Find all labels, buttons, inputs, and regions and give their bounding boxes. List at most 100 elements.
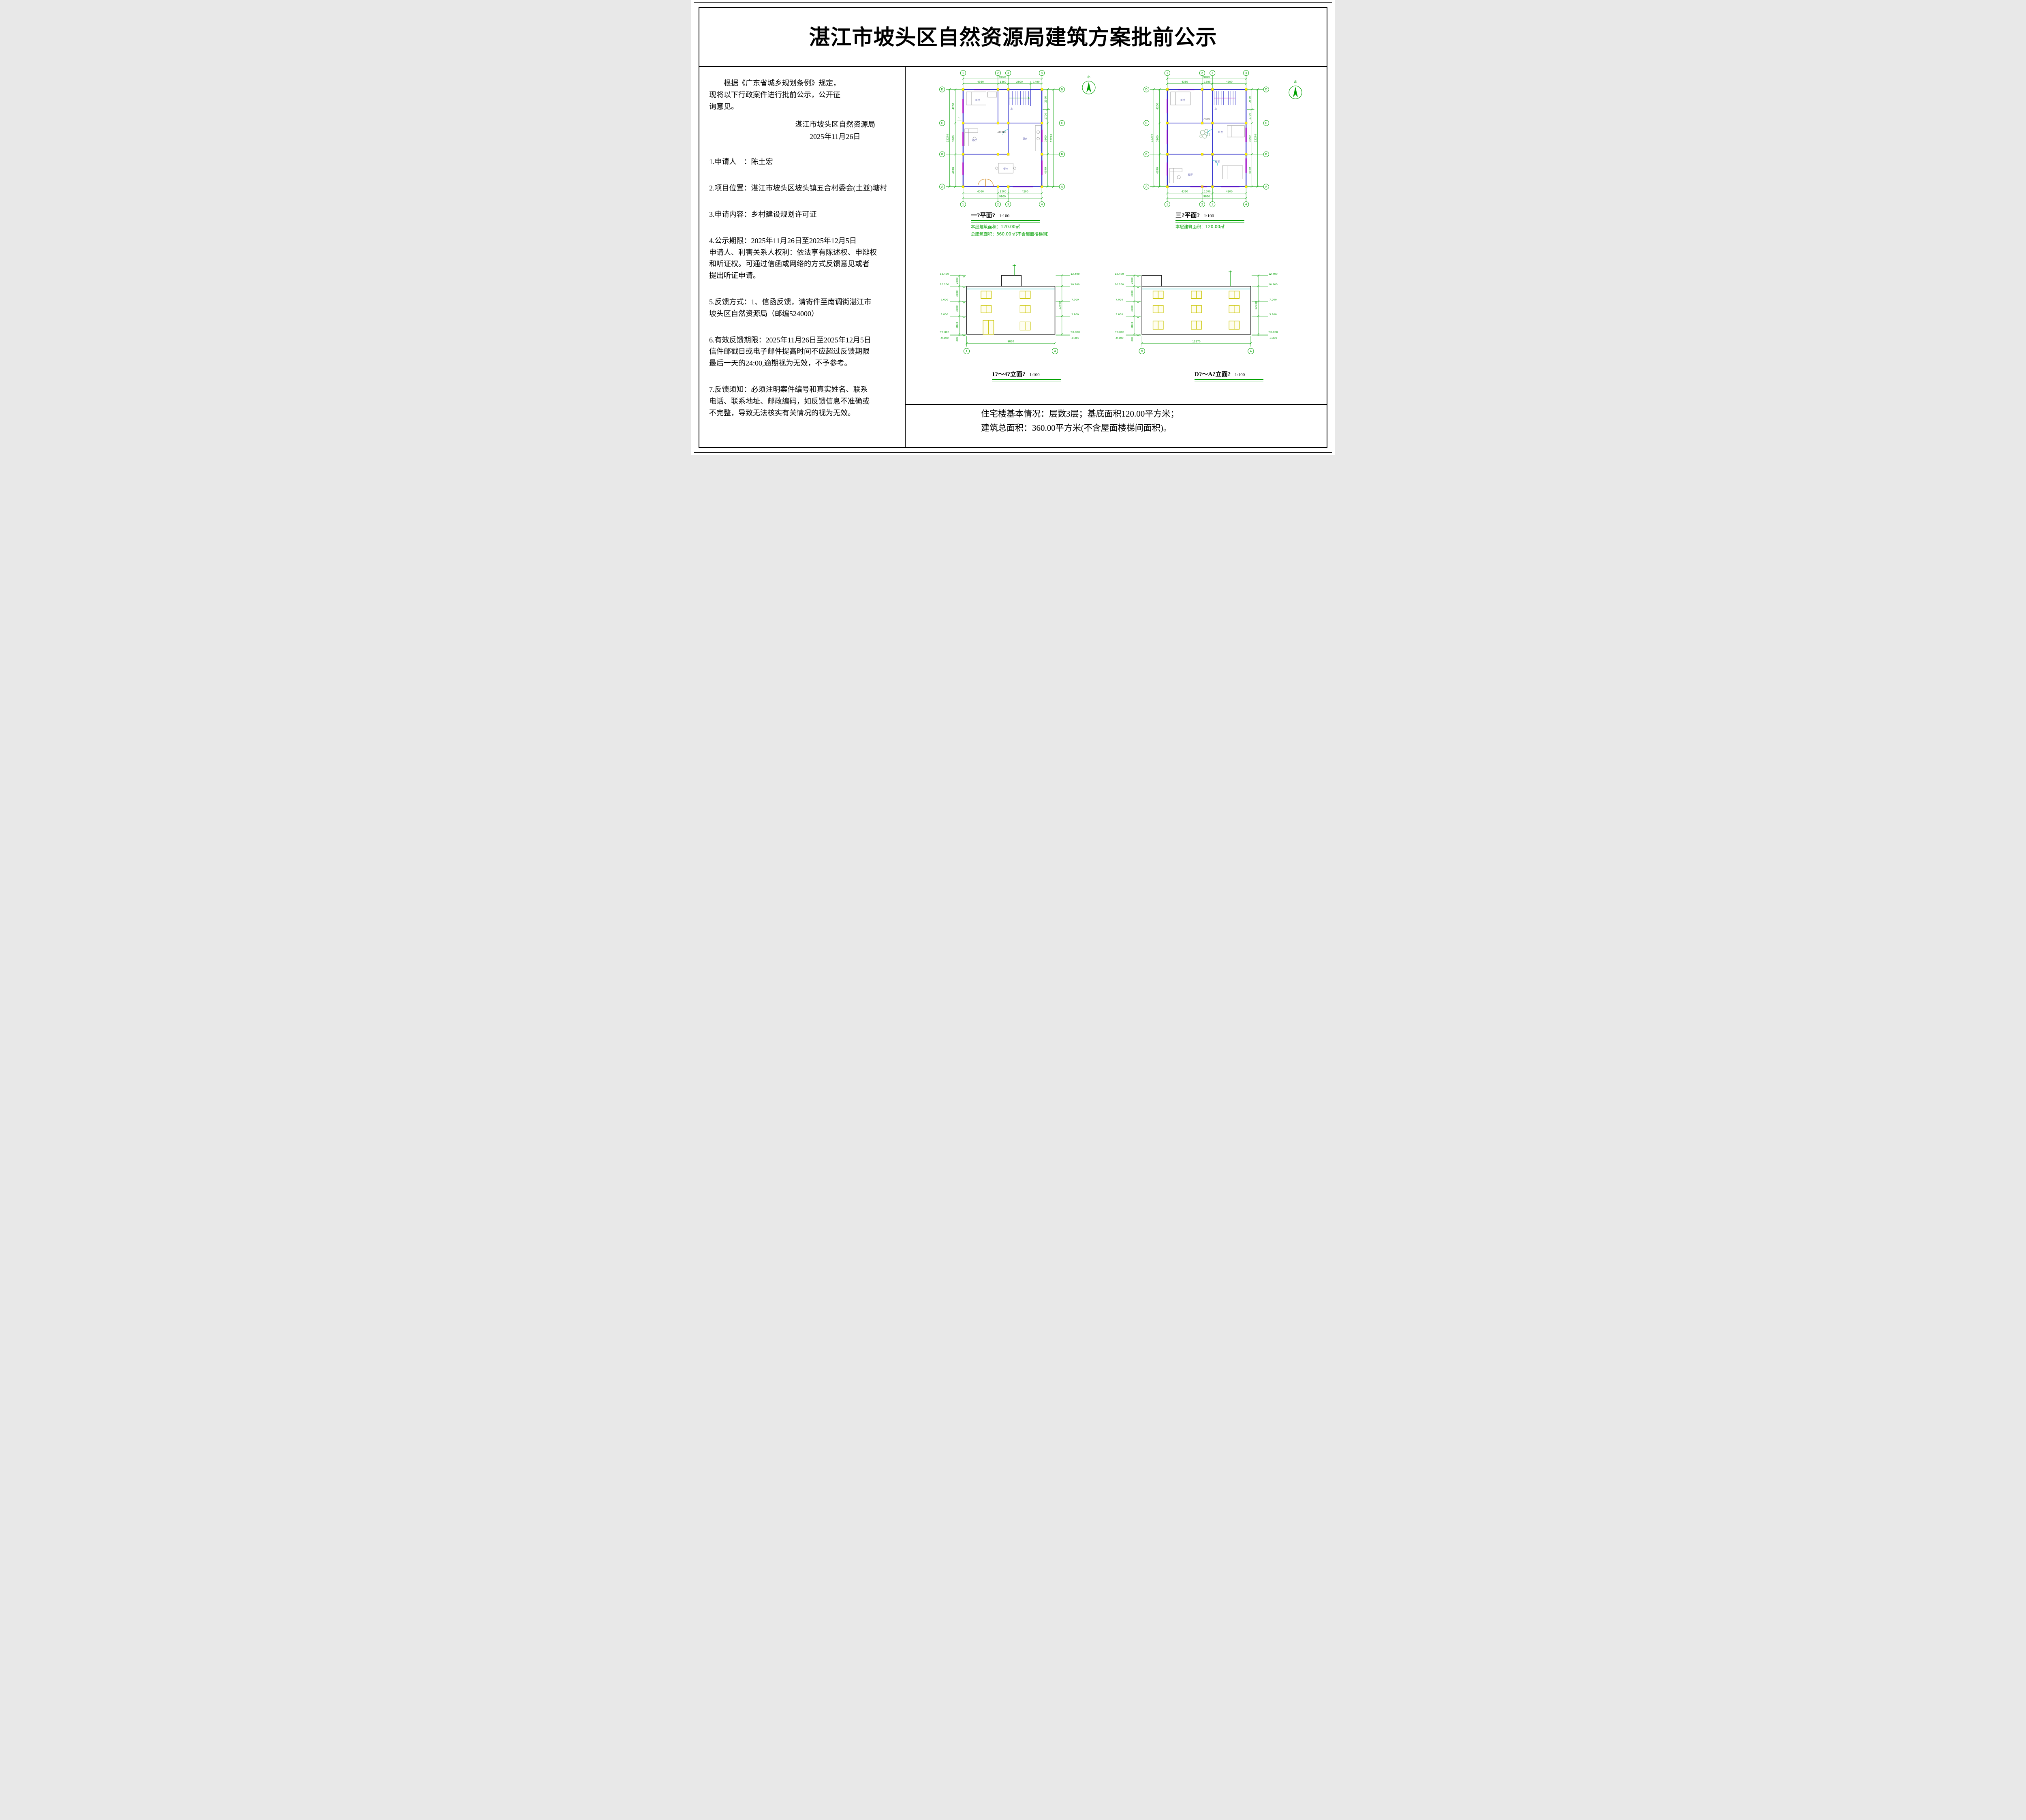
dim-label: 9860 <box>1007 340 1014 343</box>
north-arrow-circle <box>1289 86 1302 99</box>
stair-up-label: 上 <box>1214 107 1217 110</box>
stair-bulkhead <box>1141 275 1162 287</box>
outer-frame <box>694 2 1332 453</box>
axis-label: 3 <box>1007 203 1009 206</box>
title-divider-line <box>699 66 1327 67</box>
window <box>1152 321 1164 330</box>
footer-divider-line <box>906 404 1327 405</box>
plan3-scale: 1:100 <box>1204 214 1214 218</box>
dim-label: 4070 <box>1156 167 1159 174</box>
dim-label: 4360 <box>1182 190 1188 193</box>
dim-label: 4200 <box>1156 103 1159 109</box>
window <box>1229 321 1240 330</box>
entrance-door-swing <box>977 178 994 187</box>
axis-label: 1 <box>966 349 968 353</box>
dim-label: 4360 <box>1182 80 1188 83</box>
windows <box>1152 291 1240 330</box>
building-info-line1: 住宅楼基本情况：层数3层；基底面积120.00平方米； <box>981 409 1179 419</box>
room-label-bedroom: 卧室 <box>1218 130 1223 134</box>
dim-label: 9860 <box>999 195 1006 198</box>
floor-plan-3-drawing: 9860 4360 1300 4200 4360 1300 4200 9860 … <box>1143 70 1269 207</box>
stair-up-arrow <box>1009 96 1030 100</box>
dim-label: 4360 <box>977 190 984 193</box>
dim-label: 1700 <box>1044 113 1047 120</box>
axis-label: 4 <box>1054 349 1056 353</box>
dim-label: 1300 <box>1000 80 1006 83</box>
caption-underline <box>971 220 1040 222</box>
axis-label: B <box>1146 152 1148 156</box>
axis-label: B <box>1265 152 1267 156</box>
room-label-bedroom: 卧室 <box>975 98 980 102</box>
lightning-rod <box>1229 270 1232 287</box>
bed-symbol <box>966 92 986 105</box>
dim-label: 4200 <box>952 103 955 109</box>
level-label: -0.300 <box>1115 336 1124 340</box>
notice-item-deadline: 6.有效反馈期限：2025年11月26日至2025年12月5日 信件邮戳日或电子… <box>709 336 871 368</box>
dim-label: 4200 <box>1226 190 1233 193</box>
dim-label: 12270 <box>1254 134 1257 142</box>
plan1-dimension-labels: 9860 4360 1300 2800 1400 4360 1300 4200 … <box>946 75 1053 198</box>
dim-chain-lines <box>1154 78 1258 199</box>
level-label: 7.000 <box>1269 298 1277 302</box>
axis-label: D <box>1141 349 1143 353</box>
axis-label: C <box>941 121 943 125</box>
stove-symbol <box>1037 137 1040 140</box>
window <box>1229 291 1240 299</box>
elev2-dimension-lines <box>1126 274 1268 347</box>
level-label: 10.200 <box>940 283 949 286</box>
window <box>981 291 992 299</box>
level-label: 12.400 <box>1268 272 1277 276</box>
axis-label: 2 <box>997 71 999 75</box>
axis-label: 3 <box>1212 203 1214 206</box>
notice-item-applicant: 1.申请人 ：陈土宏 <box>709 158 773 166</box>
dim-label: 4070 <box>952 167 955 174</box>
north-arrow-pointer <box>1293 87 1298 97</box>
entrance-door <box>983 320 994 335</box>
dim-label: 1400 <box>1033 80 1039 83</box>
chair-symbol <box>995 167 998 170</box>
level-label: -0.300 <box>1269 336 1277 340</box>
caption-underline <box>1175 220 1244 222</box>
elev2-title: D?～A?立面? <box>1195 371 1231 378</box>
dim-label: 3900 <box>1156 135 1159 142</box>
dim-label: 12270 <box>1150 134 1153 142</box>
room-label-dining: 餐厅 <box>1003 167 1008 171</box>
window <box>1019 321 1031 331</box>
north-arrow-1: 北 <box>1082 75 1096 94</box>
axis-label: 2 <box>1201 71 1203 75</box>
dim-label: 3900 <box>952 135 955 142</box>
room-label-living: 客厅 <box>972 139 977 142</box>
dim-extension-lines <box>1126 275 1268 347</box>
level-label: ±0.000 <box>940 331 949 334</box>
room-label-bedroom: 卧室 <box>1215 160 1220 163</box>
plan1-title: 一?平面? <box>971 212 996 219</box>
dim-chain-lines <box>959 275 1062 344</box>
dim-chain-lines <box>949 78 1054 199</box>
notice-item-feedback: 5.反馈方式：1、信函反馈，请寄件至南调街湛江市 坡头区自然资源局（邮编5240… <box>709 297 872 318</box>
interior-walls <box>963 89 1042 155</box>
chair-symbol <box>1013 167 1016 170</box>
level-label: 12.400 <box>1071 272 1079 276</box>
elev1-scale: 1:100 <box>1029 372 1040 377</box>
window <box>1019 291 1031 299</box>
window <box>1152 305 1164 313</box>
elev1-dimension-lines <box>950 274 1071 347</box>
elevation-1-drawing: 12.400 10.200 7.000 3.800 ±0.000 -0.300 … <box>940 264 1080 354</box>
dim-tick-marks <box>1152 77 1259 199</box>
axis-label: 2 <box>997 203 999 206</box>
window <box>1191 321 1202 330</box>
axis-label: D <box>941 88 943 91</box>
axis-label: 4 <box>1245 71 1247 75</box>
dim-label: 12270 <box>946 134 949 142</box>
tea-table-symbol <box>1177 175 1181 179</box>
level-label: 7.000 <box>1071 298 1079 302</box>
window <box>1152 291 1164 299</box>
axis-label: A <box>1265 185 1267 188</box>
dim-chain-lines <box>1134 275 1259 344</box>
axis-label: C <box>1265 121 1267 125</box>
level-label: 7.000 <box>941 298 948 302</box>
level-label: 10.200 <box>1071 283 1079 286</box>
dim-label: 4360 <box>977 80 984 83</box>
north-arrow-2: 北 <box>1289 80 1302 99</box>
level-label: ±0.000 <box>1268 331 1278 334</box>
